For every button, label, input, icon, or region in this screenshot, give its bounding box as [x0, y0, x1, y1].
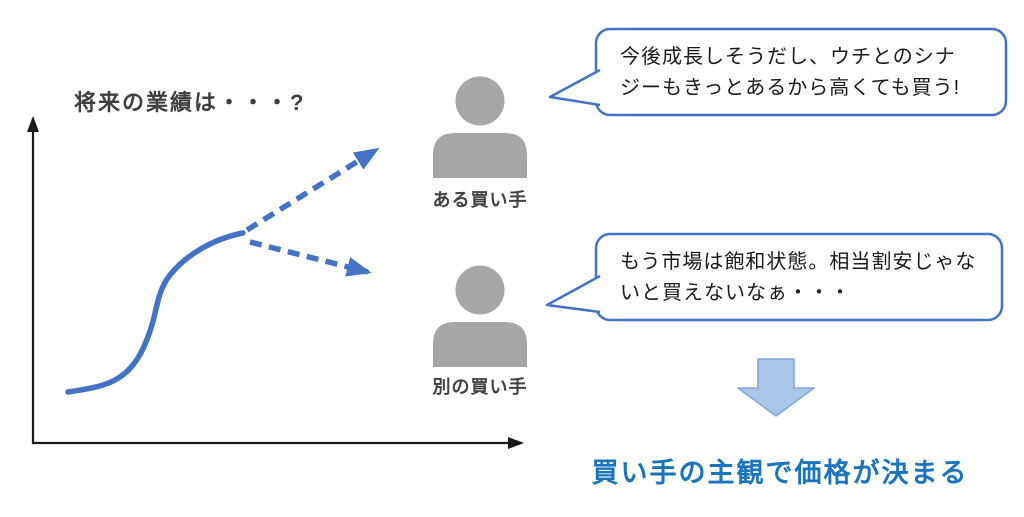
person-label-buyer-2: 別の買い手 — [432, 377, 528, 397]
person-silhouette-icon — [433, 265, 527, 367]
person-head — [455, 76, 505, 126]
person-head — [455, 265, 505, 315]
speech-text-buyer-2: もう市場は飽和状態。相当割安じゃな いと買えないなぁ・・・ — [620, 251, 977, 304]
person-body — [433, 133, 527, 178]
dashed-forecast-arrows — [245, 147, 380, 277]
speech-bubble-top — [548, 27, 1008, 117]
lower-forecast-arrow — [249, 239, 372, 277]
speech-bubble-tail — [545, 274, 601, 314]
person-silhouette-icon — [433, 76, 527, 178]
speech-bubble-bottom — [545, 232, 1004, 322]
chart-axes — [27, 116, 524, 449]
person-body — [433, 322, 527, 367]
chart-title: 将来の業績は・・・? — [74, 90, 306, 115]
speech-bubble-tail — [548, 68, 601, 107]
person-label-buyer-1: ある買い手 — [432, 190, 528, 210]
block-down-arrow-icon — [737, 358, 815, 417]
s-curve-line — [65, 230, 246, 395]
speech-text-buyer-1: 今後成長しそうだし、ウチとのシナ ジーもきっとあるから高くても買う! — [620, 46, 961, 99]
conclusion-text: 買い手の主観で価格が決まる — [591, 458, 969, 488]
upper-forecast-arrow — [245, 147, 380, 233]
